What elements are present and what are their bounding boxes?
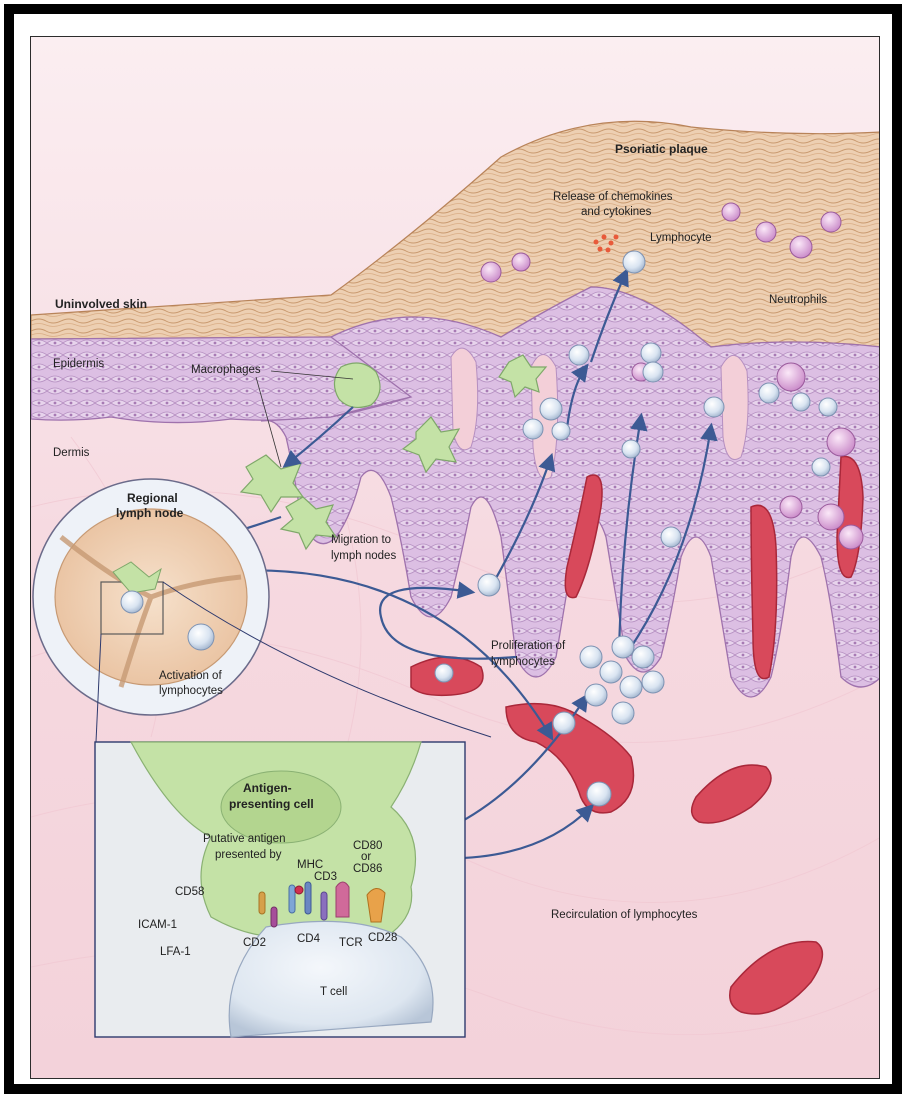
label-epidermis: Epidermis xyxy=(53,358,104,370)
lymphocyte-plaque xyxy=(623,251,645,273)
label-cd80-2: or xyxy=(361,851,371,863)
label-proliferation-1: Proliferation of xyxy=(491,640,566,652)
label-cd3: CD3 xyxy=(314,871,337,883)
label-mhc: MHC xyxy=(297,859,323,871)
label-cd80-3: CD86 xyxy=(353,863,382,875)
psoriasis-pathogenesis-diagram: Uninvolved skin Psoriatic plaque Release… xyxy=(31,37,880,1079)
label-cd28: CD28 xyxy=(368,932,397,944)
label-proliferation-2: lymphocytes xyxy=(491,656,555,668)
label-release-1: Release of chemokines xyxy=(553,191,673,203)
label-apc-1: Antigen- xyxy=(243,781,292,795)
label-cd4: CD4 xyxy=(297,933,321,945)
label-cd58: CD58 xyxy=(175,886,204,898)
vessel-papilla-2 xyxy=(751,505,777,678)
label-migration-1: Migration to xyxy=(331,534,391,546)
label-recirculation: Recirculation of lymphocytes xyxy=(551,909,698,921)
label-dermis: Dermis xyxy=(53,447,90,459)
label-cd2: CD2 xyxy=(243,937,266,949)
label-release-2: and cytokines xyxy=(581,206,652,218)
label-uninvolved-skin: Uninvolved skin xyxy=(55,297,147,311)
label-apc-2: presenting cell xyxy=(229,797,314,811)
illustration-panel: Uninvolved skin Psoriatic plaque Release… xyxy=(30,36,880,1079)
label-psoriatic-plaque: Psoriatic plaque xyxy=(615,142,708,156)
label-neutrophils: Neutrophils xyxy=(769,294,827,306)
label-regional-2: lymph node xyxy=(116,506,184,520)
macrophage-1 xyxy=(334,363,380,407)
label-activation-2: lymphocytes xyxy=(159,685,223,697)
label-putative-1: Putative antigen xyxy=(203,833,285,845)
label-t-cell: T cell xyxy=(320,986,347,998)
label-migration-2: lymph nodes xyxy=(331,550,396,562)
label-lfa1: LFA-1 xyxy=(160,946,191,958)
label-icam1: ICAM-1 xyxy=(138,919,177,931)
label-macrophages: Macrophages xyxy=(191,364,261,376)
label-activation-1: Activation of xyxy=(159,670,222,682)
label-lymphocyte: Lymphocyte xyxy=(650,232,712,244)
label-tcr: TCR xyxy=(339,937,363,949)
label-regional-1: Regional xyxy=(127,491,178,505)
label-putative-2: presented by xyxy=(215,849,282,861)
